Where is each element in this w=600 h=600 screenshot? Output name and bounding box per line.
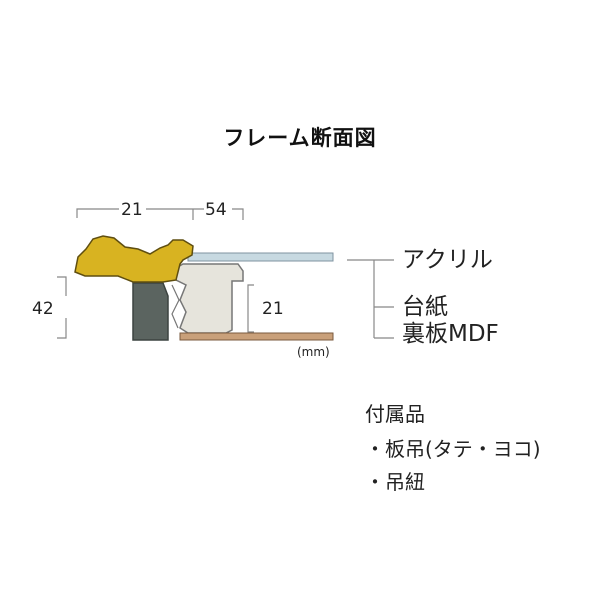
frame-core <box>132 282 169 341</box>
diagram-title: フレーム断面図 <box>223 126 377 150</box>
gold-molding <box>74 235 194 283</box>
label-backboard: 裏板MDF <box>402 321 499 347</box>
dimension-width-marks <box>76 208 244 220</box>
backboard <box>179 332 334 341</box>
dim-height-total: 42 <box>32 299 54 319</box>
dimension-inner-height-marks <box>247 284 254 333</box>
label-acrylic: アクリル <box>402 247 493 273</box>
dim-height-inner: 21 <box>262 299 284 319</box>
inner-frame-notch <box>171 284 180 329</box>
dimension-height-marks <box>57 276 67 339</box>
label-mount: 台紙 <box>402 294 448 320</box>
accessory-item: ・吊紐 <box>365 470 425 494</box>
unit-label: (mm) <box>297 345 330 359</box>
dim-width-rabbet: 54 <box>205 200 227 220</box>
accessories-title: 付属品 <box>365 402 425 426</box>
accessory-item: ・板吊(タテ・ヨコ) <box>365 437 541 461</box>
dim-width-molding: 21 <box>121 200 143 220</box>
leader-lines <box>347 259 394 339</box>
acrylic-sheet <box>187 252 334 262</box>
inner-frame <box>175 263 244 334</box>
